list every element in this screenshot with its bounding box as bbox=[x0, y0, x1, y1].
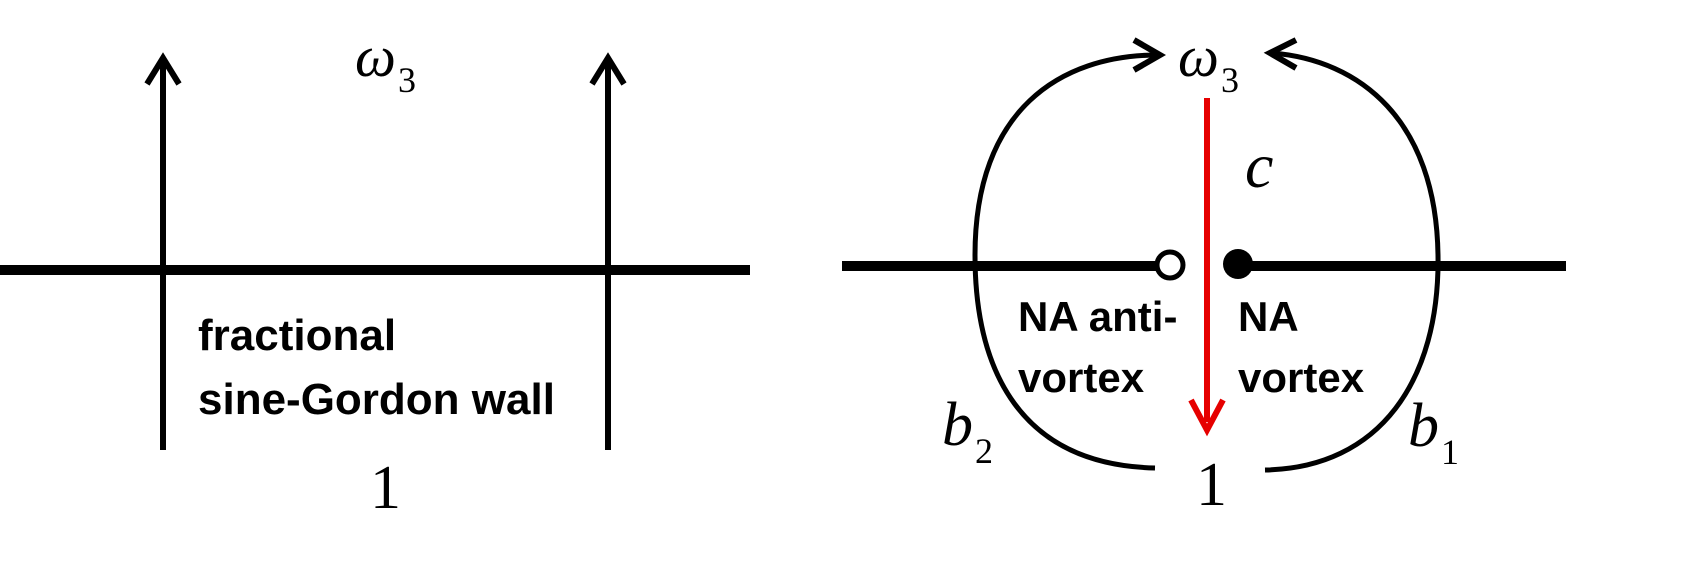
left-one-label: 1 bbox=[370, 454, 401, 522]
antivortex-label-line1: NA anti- bbox=[1018, 293, 1177, 340]
path-c-label: c bbox=[1245, 130, 1273, 201]
path-c-arrowhead bbox=[1188, 398, 1226, 437]
left-omega3-label: ω3 bbox=[355, 24, 416, 100]
left-caption-line2: sine-Gordon wall bbox=[198, 375, 555, 424]
right-loop-arrowhead bbox=[1263, 37, 1298, 71]
left-arrowhead-1 bbox=[144, 52, 182, 86]
vortex-label-line2: vortex bbox=[1238, 354, 1365, 401]
antivortex-label-line2: vortex bbox=[1018, 354, 1145, 401]
b1-label: b1 bbox=[1408, 392, 1459, 472]
vortex-label-line1: NA bbox=[1238, 293, 1299, 340]
left-loop-arrowhead bbox=[1132, 37, 1167, 73]
left-caption-line1: fractional bbox=[198, 311, 396, 360]
right-panel: ω3 1 c b2 b1 NA anti- vortex NA vortex bbox=[842, 24, 1566, 519]
b2-label: b2 bbox=[942, 391, 993, 471]
right-loop-path-b1 bbox=[1264, 50, 1441, 473]
left-arrowhead-2 bbox=[589, 52, 627, 86]
antivortex-marker bbox=[1154, 249, 1186, 281]
left-panel: ω3 1 fractional sine-Gordon wall bbox=[0, 24, 750, 522]
right-omega3-label: ω3 bbox=[1178, 24, 1239, 100]
right-one-label: 1 bbox=[1196, 451, 1227, 519]
vortex-marker bbox=[1223, 249, 1253, 279]
left-loop-path-b2 bbox=[972, 52, 1159, 471]
